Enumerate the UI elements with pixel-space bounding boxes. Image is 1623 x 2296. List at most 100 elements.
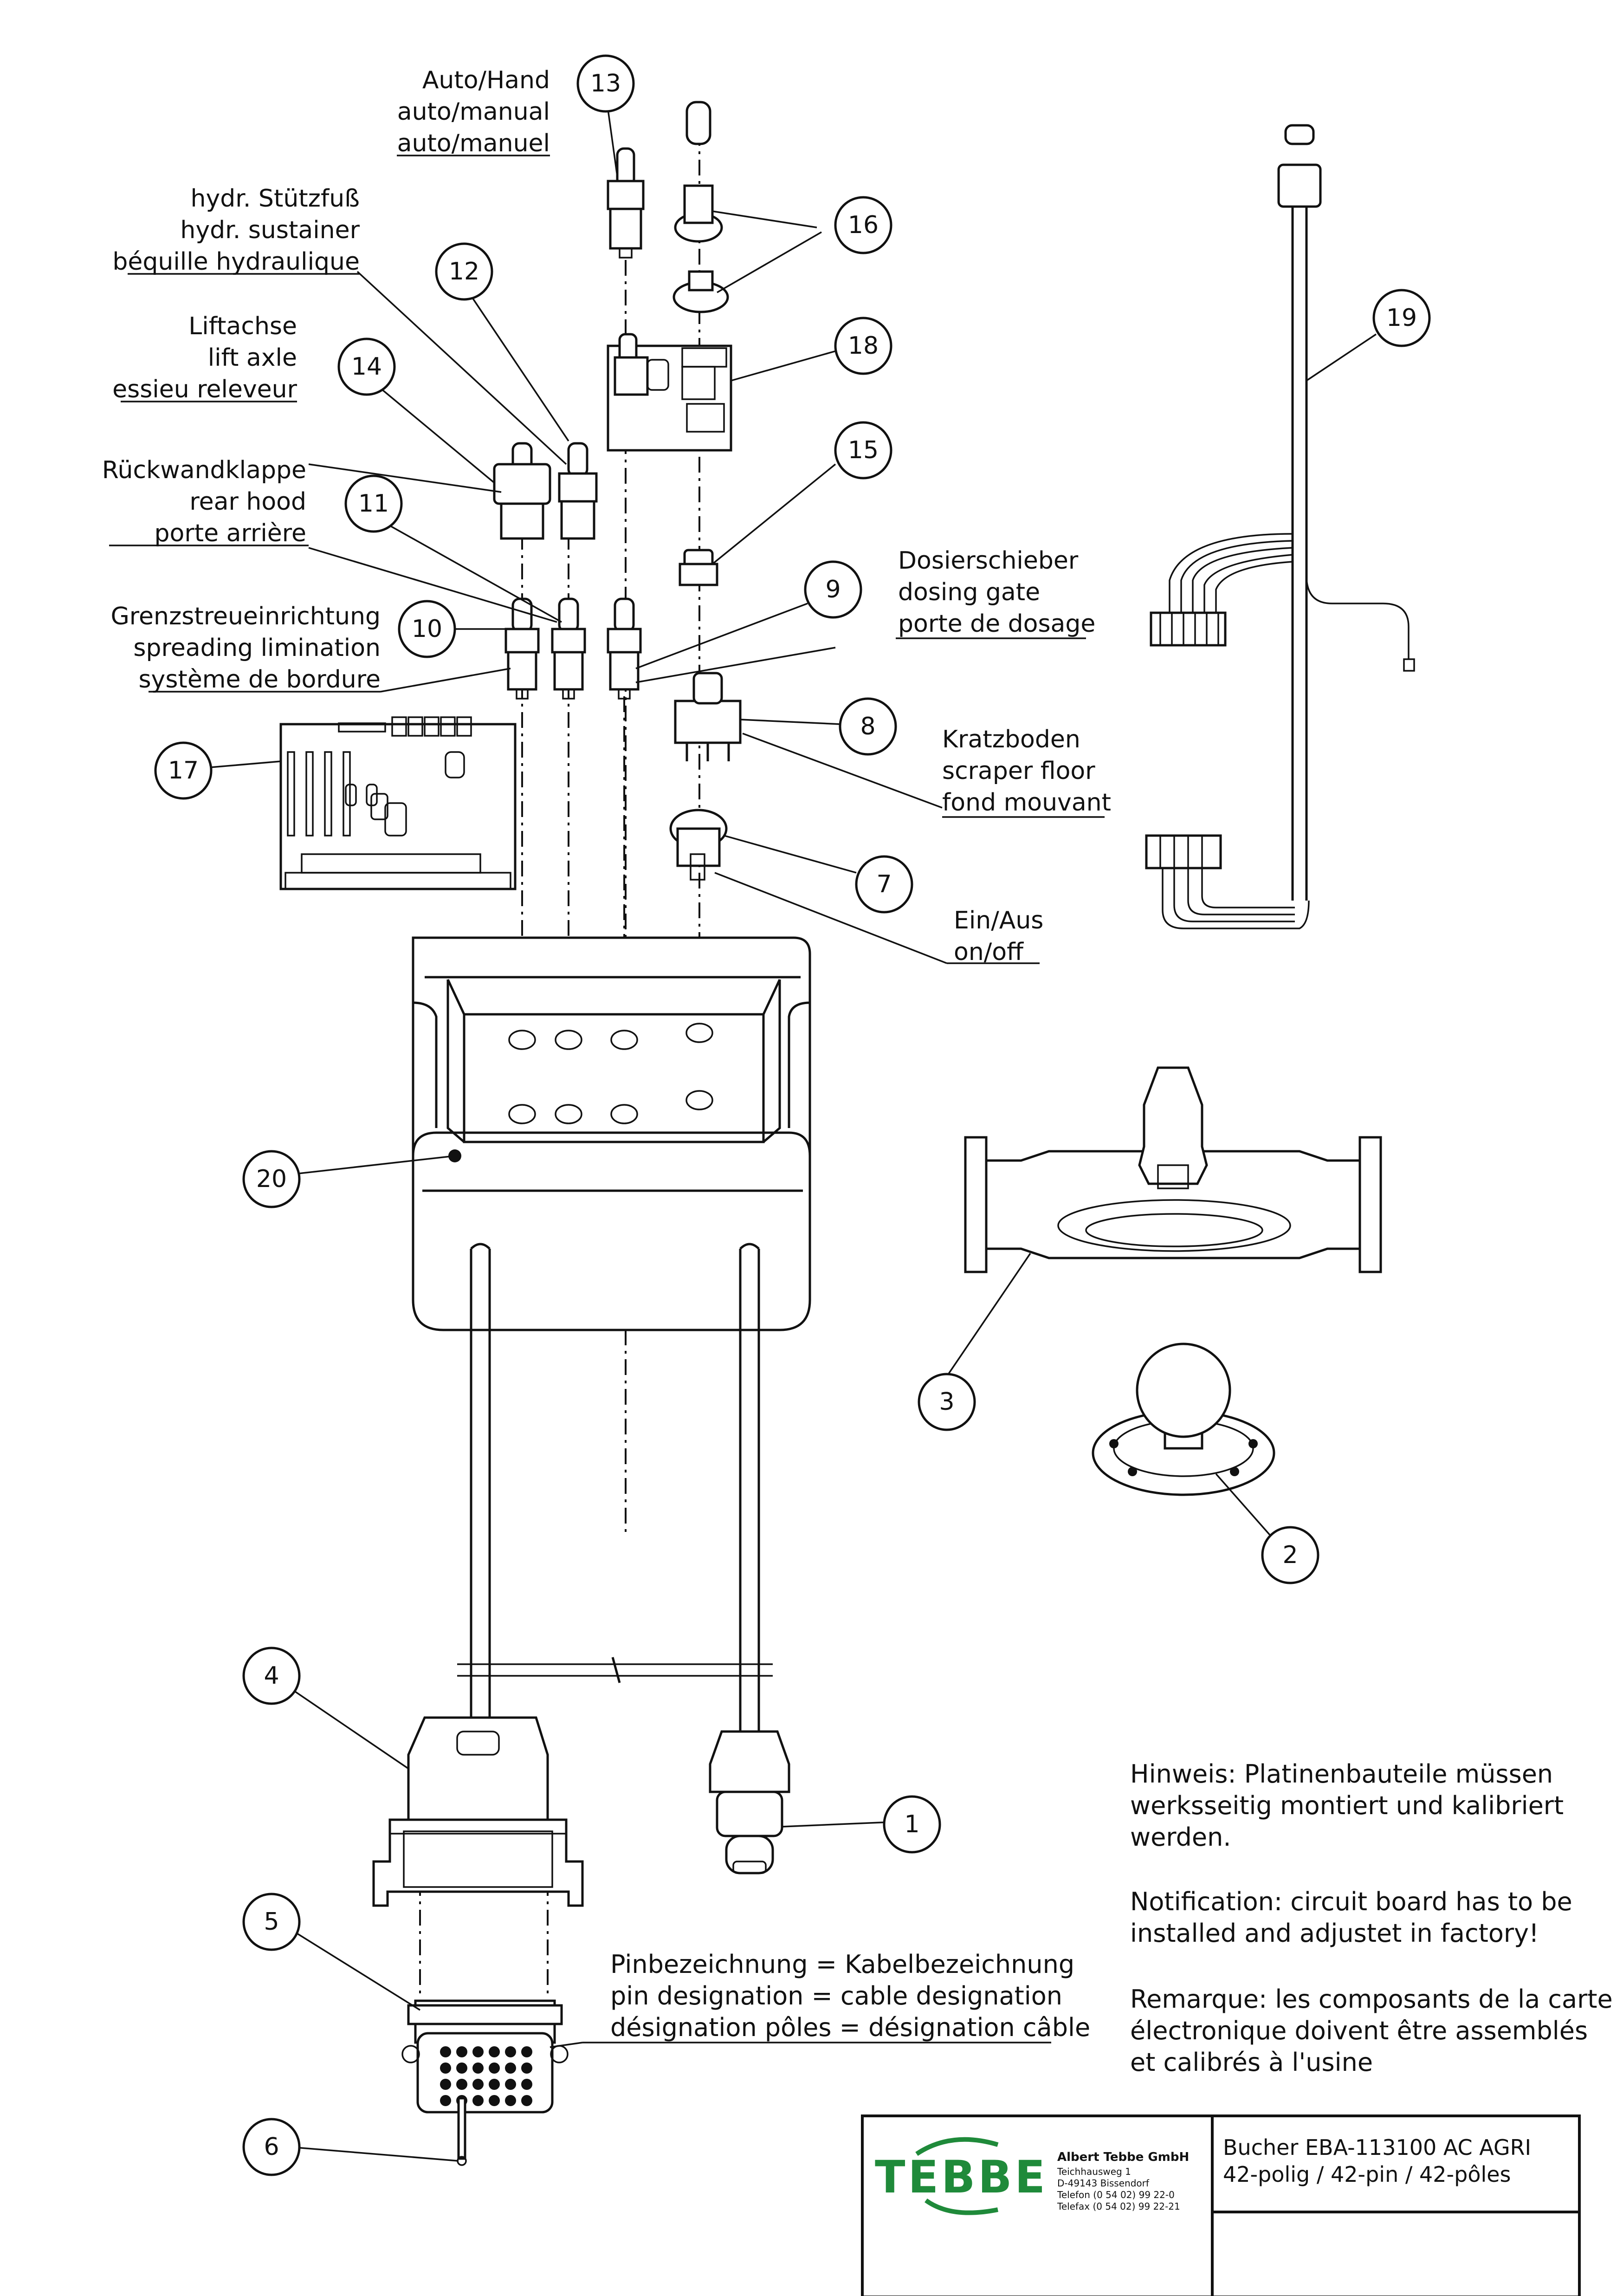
svg-text:8: 8 bbox=[860, 713, 875, 740]
bubble-4: 4 bbox=[242, 1647, 301, 1705]
svg-text:14: 14 bbox=[351, 353, 382, 381]
toggle-switch-10 bbox=[504, 597, 540, 700]
svg-text:werden.: werden. bbox=[1130, 1823, 1231, 1852]
svg-text:Notification: circuit board ha: Notification: circuit board has to be bbox=[1130, 1887, 1572, 1916]
svg-text:Pinbezeichnung = Kabelbezeichn: Pinbezeichnung = Kabelbezeichnung bbox=[610, 1950, 1074, 1979]
svg-text:13: 13 bbox=[590, 70, 621, 97]
svg-text:10: 10 bbox=[412, 615, 442, 643]
bubble-15: 15 bbox=[834, 421, 892, 480]
svg-text:18: 18 bbox=[848, 332, 879, 360]
svg-text:4: 4 bbox=[264, 1662, 279, 1690]
label-12-de: hydr. Stützfuß bbox=[191, 185, 360, 213]
toggle-switch-13 bbox=[607, 147, 645, 259]
part-number-bubbles: 13 12 14 11 10 9 8 7 16 18 15 19 17 20 3… bbox=[154, 54, 1431, 2176]
ball-mount bbox=[1092, 1343, 1275, 1496]
toggle-switch-11 bbox=[551, 597, 586, 700]
svg-text:électronique doivent être asse: électronique doivent être assemblés bbox=[1130, 2016, 1588, 2045]
svg-text:désignation pôles = désignatio: désignation pôles = désignation câble bbox=[610, 2013, 1090, 2042]
wire-harness bbox=[1145, 124, 1415, 929]
bubble-2: 2 bbox=[1261, 1526, 1319, 1584]
bubble-11: 11 bbox=[344, 474, 403, 533]
label-8-de: Kratzboden bbox=[942, 726, 1080, 753]
label-9-de: Dosierschieber bbox=[898, 547, 1079, 575]
svg-text:D-49143 Bissendorf: D-49143 Bissendorf bbox=[1057, 2178, 1150, 2189]
svg-text:3: 3 bbox=[939, 1388, 954, 1416]
svg-text:11: 11 bbox=[358, 490, 389, 518]
bubble-10: 10 bbox=[398, 600, 456, 658]
svg-text:Hinweis: Platinenbauteile müss: Hinweis: Platinenbauteile müssen bbox=[1130, 1759, 1553, 1789]
label-14-de: Liftachse bbox=[188, 312, 297, 340]
label-10-fr: système de bordure bbox=[138, 666, 381, 694]
svg-text:19: 19 bbox=[1386, 304, 1417, 332]
bubble-17: 17 bbox=[154, 741, 213, 800]
company-name: Albert Tebbe GmbH bbox=[1057, 2150, 1189, 2164]
label-10-de: Grenzstreueinrichtung bbox=[110, 603, 381, 630]
svg-text:werksseitig montiert und kalib: werksseitig montiert und kalibriert bbox=[1130, 1791, 1564, 1820]
label-13-fr: auto/manuel bbox=[397, 130, 550, 157]
svg-text:5: 5 bbox=[264, 1908, 279, 1936]
svg-text:et calibrés à l'usine: et calibrés à l'usine bbox=[1130, 2048, 1373, 2077]
bubble-13: 13 bbox=[576, 54, 635, 113]
label-12-fr: béquille hydraulique bbox=[112, 248, 360, 276]
bubble-18: 18 bbox=[834, 317, 892, 375]
svg-text:2: 2 bbox=[1282, 1541, 1298, 1569]
label-8-en: scraper floor bbox=[942, 757, 1095, 785]
svg-text:pin designation = cable design: pin designation = cable designation bbox=[610, 1981, 1062, 2011]
label-13-de: Auto/Hand bbox=[422, 66, 550, 94]
label-14-en: lift axle bbox=[208, 344, 297, 372]
label-12-en: hydr. sustainer bbox=[180, 216, 360, 244]
label-11-de: Rückwandklappe bbox=[102, 456, 306, 484]
bubble-8: 8 bbox=[839, 697, 897, 756]
connector-insert bbox=[401, 1999, 569, 2114]
circuit-board bbox=[279, 716, 517, 890]
label-11-en: rear hood bbox=[189, 488, 306, 516]
drawing-title: Bucher EBA-113100 AC AGRI bbox=[1223, 2135, 1531, 2160]
bubble-6: 6 bbox=[242, 2118, 301, 2176]
svg-text:15: 15 bbox=[848, 436, 879, 464]
label-14-fr: essieu releveur bbox=[112, 376, 297, 403]
cables bbox=[457, 1243, 773, 1732]
svg-text:20: 20 bbox=[256, 1165, 287, 1193]
svg-text:installed and adjustet in fact: installed and adjustet in factory! bbox=[1130, 1919, 1539, 1948]
bubble-1: 1 bbox=[883, 1795, 941, 1854]
bubble-19: 19 bbox=[1372, 289, 1431, 347]
label-13-en: auto/manual bbox=[397, 98, 550, 126]
svg-text:17: 17 bbox=[168, 757, 199, 785]
bubble-7: 7 bbox=[855, 855, 913, 914]
power-plug bbox=[709, 1730, 790, 1874]
title-block: TEBBE Albert Tebbe GmbH Teichhausweg 1 D… bbox=[861, 2114, 1581, 2296]
bubble-16: 16 bbox=[834, 196, 892, 254]
control-box bbox=[412, 936, 811, 1331]
bubble-9: 9 bbox=[804, 560, 862, 619]
toggle-switch-12 bbox=[558, 442, 598, 540]
tebbe-logo: TEBBE bbox=[875, 2137, 1045, 2215]
bubble-14: 14 bbox=[337, 337, 396, 396]
drawing-subtitle: 42-polig / 42-pin / 42-pôles bbox=[1223, 2162, 1511, 2187]
svg-text:7: 7 bbox=[876, 870, 892, 898]
svg-text:Telefax (0 54 02) 99 22-21: Telefax (0 54 02) 99 22-21 bbox=[1057, 2201, 1180, 2212]
assembly-hints: Hinweis: Platinenbauteile müssen werksse… bbox=[1130, 1759, 1613, 2077]
label-8-fr: fond mouvant bbox=[942, 789, 1111, 817]
bubble-5: 5 bbox=[242, 1893, 301, 1951]
board-18 bbox=[607, 333, 732, 452]
label-9-fr: porte de dosage bbox=[898, 610, 1095, 638]
bubble-12: 12 bbox=[435, 242, 493, 301]
bubble-3: 3 bbox=[918, 1373, 976, 1431]
display-mount bbox=[964, 1066, 1382, 1273]
svg-text:16: 16 bbox=[848, 211, 879, 239]
label-7-en: on/off bbox=[954, 938, 1024, 966]
svg-text:Telefon (0 54 02) 99 22-0: Telefon (0 54 02) 99 22-0 bbox=[1057, 2189, 1175, 2200]
nut-15 bbox=[679, 549, 718, 586]
svg-text:9: 9 bbox=[825, 576, 841, 603]
part-labels: Auto/Hand auto/manual auto/manuel hydr. … bbox=[102, 66, 1111, 966]
slide-switch-8 bbox=[674, 672, 742, 761]
label-7-de: Ein/Aus bbox=[954, 907, 1043, 934]
svg-text:Remarque: les composants de la: Remarque: les composants de la carte bbox=[1130, 1985, 1613, 2014]
svg-text:Teichhausweg 1: Teichhausweg 1 bbox=[1057, 2166, 1131, 2177]
svg-text:6: 6 bbox=[264, 2133, 279, 2161]
toggle-switch-9 bbox=[607, 597, 642, 700]
bubble-20: 20 bbox=[242, 1150, 301, 1208]
connector-housing bbox=[372, 1716, 584, 1907]
svg-text:1: 1 bbox=[904, 1810, 919, 1838]
